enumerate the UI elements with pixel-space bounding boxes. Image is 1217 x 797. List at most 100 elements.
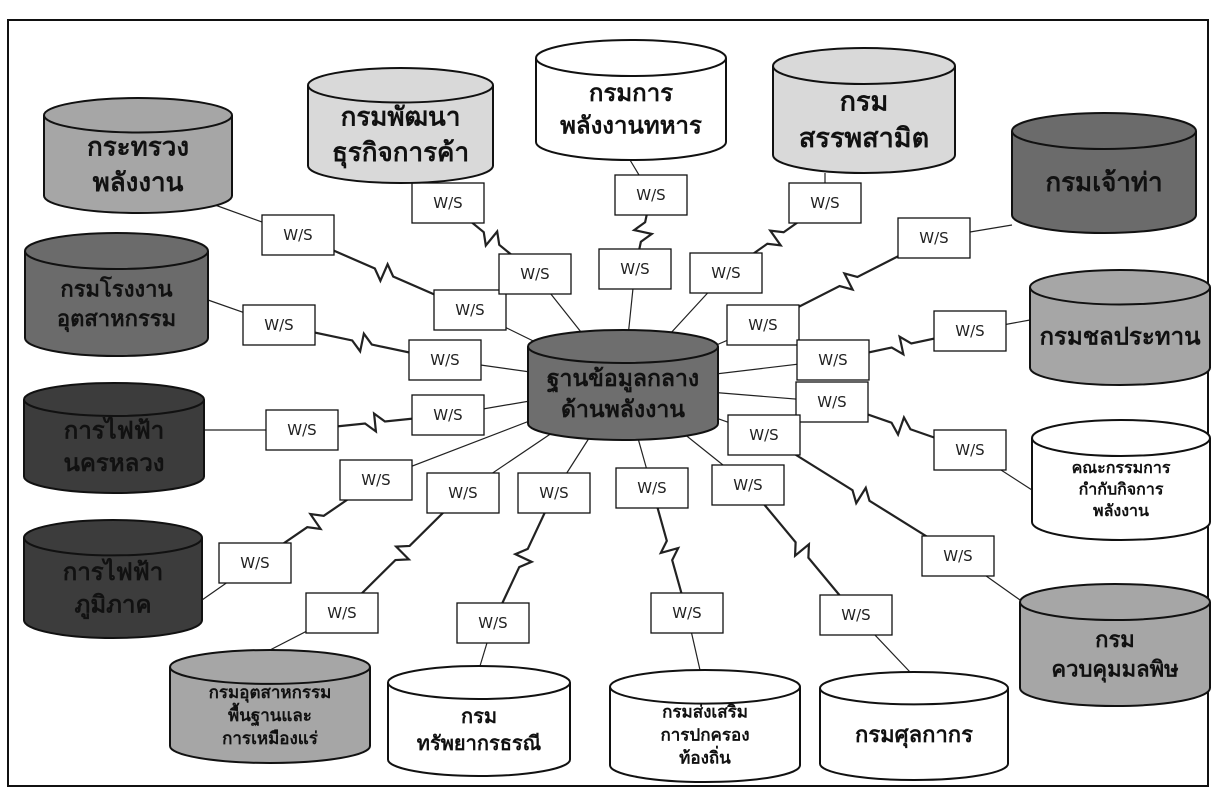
node-label-line: กรมเจ้าท่า [1045, 168, 1162, 198]
wireless-link [631, 194, 655, 270]
ws-box-frame [456, 602, 530, 644]
cylinder-body [24, 251, 209, 357]
ws-box-pollution-control-dept-outer: W/S [921, 535, 995, 577]
ws-label: W/S [637, 479, 666, 497]
ws-box-dept-industrial-works-inner: W/S [408, 339, 482, 381]
ws-box-frame [218, 542, 292, 584]
wireless-link [297, 233, 471, 312]
ws-box-frame [614, 174, 688, 216]
node-label-line: กรมชลประทาน [1040, 323, 1202, 351]
ws-box-frame [933, 429, 1007, 471]
ws-label: W/S [636, 186, 665, 204]
diagram-frame [7, 19, 1209, 787]
cylinder-body [1011, 131, 1197, 234]
ws-box-frame [921, 535, 995, 577]
cylinder-top [772, 47, 956, 85]
cylinder-body [1019, 602, 1211, 707]
node-label-line: นครหลวง [63, 449, 164, 477]
node-label-line: กรมพัฒนา [341, 103, 461, 133]
cylinder-top [387, 665, 571, 700]
cylinder-top [169, 649, 371, 685]
wireless-link [254, 479, 377, 564]
node-label-line: ฐานข้อมูลกลาง [547, 366, 699, 393]
cylinder-top [1031, 419, 1211, 457]
cylinder-body [772, 66, 956, 174]
ws-box-provincial-electricity-inner: W/S [339, 459, 413, 501]
ws-box-defense-energy-dept-outer: W/S [614, 174, 688, 216]
ws-box-frame [795, 381, 869, 423]
ws-label: W/S [240, 554, 269, 572]
cylinder-top [43, 97, 233, 134]
node-label-line: กรมศุลกากร [855, 723, 973, 749]
cylinder-top [535, 39, 727, 77]
cylinder-top [23, 519, 203, 557]
ws-box-frame [689, 252, 763, 294]
ws-box-frame [411, 182, 485, 224]
wireless-link [762, 237, 935, 326]
ws-box-pollution-control-dept-inner: W/S [727, 414, 801, 456]
ws-label: W/S [430, 351, 459, 369]
ws-box-frame [897, 217, 971, 259]
cylinder-top [1019, 583, 1211, 621]
ws-box-frame [933, 310, 1007, 352]
cylinder-body [1031, 438, 1211, 541]
ws-box-frame [305, 592, 379, 634]
ws-box-marine-dept-outer: W/S [897, 217, 971, 259]
node-provincial-electricity: การไฟฟ้าภูมิภาค [23, 519, 203, 639]
wireless-link [341, 492, 464, 614]
ws-label: W/S [620, 260, 649, 278]
ws-label: W/S [919, 229, 948, 247]
ws-box-frame [726, 304, 800, 346]
ws-box-energy-regulatory-comm-outer: W/S [933, 429, 1007, 471]
ws-box-frame [796, 339, 870, 381]
cylinder-body [1029, 287, 1211, 386]
ws-box-frame [261, 214, 335, 256]
ws-label: W/S [455, 301, 484, 319]
wireless-link [763, 434, 959, 557]
wireless-link [278, 323, 446, 362]
ws-box-frame [411, 394, 485, 436]
ws-box-metropolitan-electricity-inner: W/S [411, 394, 485, 436]
node-label-line: พลังงาน [93, 168, 184, 198]
wireless-link [747, 484, 857, 616]
ws-box-excise-dept-inner: W/S [689, 252, 763, 294]
node-label-line: กำกับกิจการ [1079, 480, 1164, 499]
ws-box-frame [265, 409, 339, 451]
node-label-line: การปกครอง [660, 725, 749, 745]
node-label-line: การเหมืองแร่ [222, 728, 319, 749]
wireless-link [301, 411, 449, 434]
node-marine-dept: กรมเจ้าท่า [1011, 112, 1197, 234]
wireless-link [650, 487, 689, 614]
ws-box-frame [242, 304, 316, 346]
cylinder-body [387, 682, 571, 777]
ws-box-dept-business-development-inner: W/S [498, 253, 572, 295]
ws-label: W/S [478, 614, 507, 632]
node-label-line: ทรัพยากรธรณี [417, 731, 542, 755]
ws-box-frame [819, 594, 893, 636]
ws-box-ministry-of-energy-inner: W/S [433, 289, 507, 331]
wireless-link [725, 202, 826, 274]
ws-box-frame [408, 339, 482, 381]
node-label-line: ภูมิภาค [75, 590, 152, 619]
cylinder-body [609, 686, 801, 783]
ws-box-ministry-of-energy-outer: W/S [261, 214, 335, 256]
ws-label: W/S [733, 476, 762, 494]
cylinder-top [527, 329, 719, 364]
cylinder-body [819, 688, 1009, 781]
ws-box-frame [598, 248, 672, 290]
node-label-line: ด้านพลังงาน [561, 397, 685, 423]
ws-label: W/S [433, 194, 462, 212]
node-label-line: การไฟฟ้า [64, 415, 164, 444]
node-label-line: กระทรวง [87, 133, 189, 163]
ws-box-frame [727, 414, 801, 456]
